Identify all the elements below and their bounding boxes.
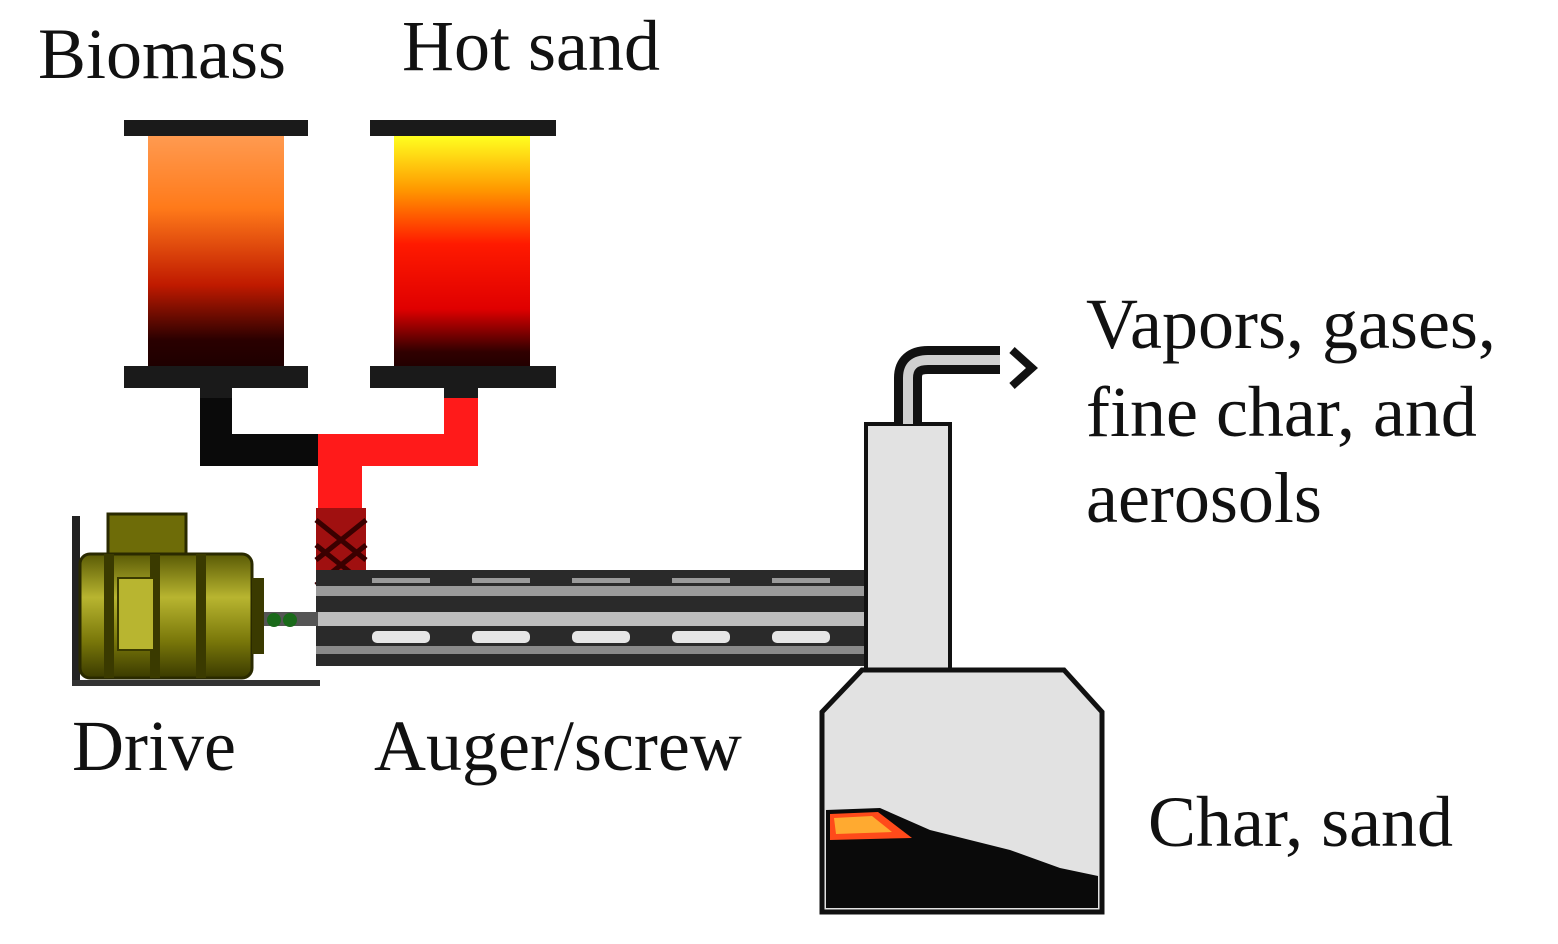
drive-motor-icon: [72, 512, 320, 686]
drive-label: Drive: [72, 706, 236, 786]
biomass-hopper-icon: [124, 120, 308, 402]
hot-sand-hopper-icon: [370, 120, 556, 402]
auger-screw: [316, 570, 868, 666]
vapor-outlet-pipe: [894, 346, 1000, 424]
biomass-label: Biomass: [38, 14, 286, 94]
biomass-feed-pipe: [200, 398, 330, 466]
arrow-right-icon: [1009, 347, 1038, 389]
products-label-line-2: fine char, and: [1086, 372, 1477, 452]
auger-label: Auger/screw: [374, 706, 742, 786]
char-sand-label: Char, sand: [1148, 782, 1453, 862]
sand-feed-pipe: [318, 398, 478, 510]
products-label-line-3: aerosols: [1086, 458, 1322, 538]
hot-sand-label: Hot sand: [402, 6, 660, 86]
products-label-line-1: Vapors, gases,: [1086, 284, 1496, 364]
char-sand-collector: [819, 667, 1105, 915]
riser-column: [864, 422, 952, 672]
